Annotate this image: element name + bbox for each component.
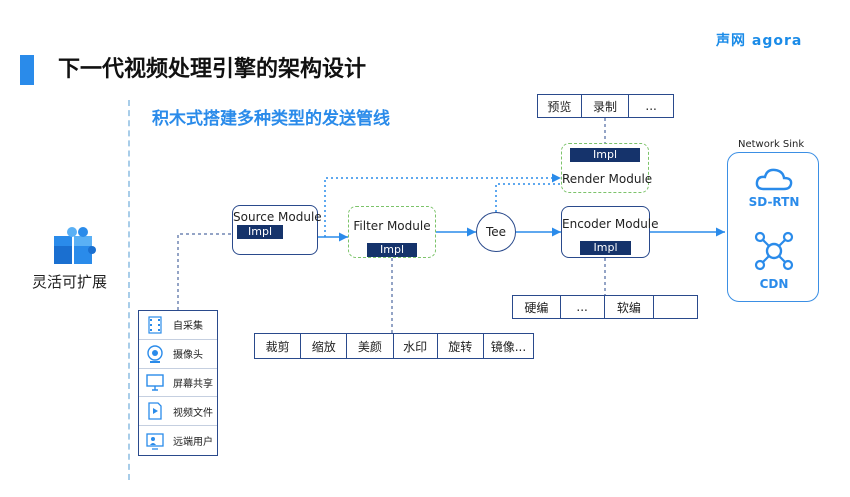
source-module: Source Module Impl: [232, 205, 322, 255]
sink-label-cdn: CDN: [759, 277, 789, 291]
render-option-preview: 预览: [538, 95, 582, 117]
source-item-file: 视频文件: [139, 397, 217, 427]
source-item-camera: 摄像头: [139, 340, 217, 369]
filter-module-label: Filter Module: [353, 219, 431, 233]
subtitle: 积木式搭建多种类型的发送管线: [152, 109, 390, 129]
video-file-icon: [148, 402, 162, 420]
filter-option-watermark: 水印: [394, 334, 438, 358]
title-accent-bar: [20, 55, 34, 85]
filter-option-crop: 裁剪: [255, 334, 302, 358]
filter-option-mirror: 镜像...: [490, 339, 527, 354]
encoder-module-label: Encoder Module: [562, 217, 659, 231]
filter-impl: Impl: [367, 243, 417, 257]
filter-option-scale: 缩放: [301, 334, 348, 358]
feature-label: 灵活可扩展: [32, 273, 108, 291]
source-item-remote: 远端用户: [139, 426, 217, 455]
camera-icon: [147, 344, 163, 363]
encoder-options-row: 硬编 ... 软编: [512, 295, 698, 319]
encoder-option-hardware: 硬编: [513, 296, 561, 318]
sink-title: Network Sink: [738, 139, 805, 150]
agora-logo: 声网 agora: [716, 33, 803, 49]
source-item-screen: 屏幕共享: [139, 369, 217, 398]
source-list: 自采集 摄像头 屏幕共享 视频文件 远端用户: [138, 310, 218, 456]
source-label-screen: 屏幕共享: [173, 378, 213, 390]
tee-node: Tee: [476, 212, 516, 252]
network-sink: SD-RTN CDN: [727, 152, 819, 302]
render-module-label: Render Module: [562, 172, 653, 186]
render-option-record: 录制: [582, 95, 630, 117]
network-hub-icon: [754, 231, 794, 271]
encoder-option-more: ...: [561, 296, 605, 318]
filter-option-beauty: 美颜: [347, 334, 394, 358]
remote-user-icon: [146, 432, 164, 450]
source-label-file: 视频文件: [173, 407, 213, 419]
encoder-module: Encoder Module Impl: [561, 206, 659, 258]
filter-option-rotate: 旋转: [438, 334, 484, 358]
source-impl: Impl: [237, 225, 283, 239]
source-label-camera: 摄像头: [173, 350, 203, 362]
puzzle-icon: [54, 227, 96, 264]
render-options-row: 预览 录制 ...: [537, 94, 674, 118]
source-item-capture: 自采集: [139, 311, 217, 340]
filter-module: Filter Module Impl: [348, 206, 436, 258]
tee-label: Tee: [485, 225, 507, 239]
render-module: Impl Render Module: [561, 143, 653, 193]
render-impl: Impl: [570, 148, 640, 162]
monitor-icon: [146, 374, 164, 392]
divider-line: [128, 100, 130, 480]
encoder-option-software: 软编: [605, 296, 655, 318]
encoder-impl: Impl: [580, 241, 631, 255]
filter-options-row: 裁剪 缩放 美颜 水印 旋转 镜像...: [254, 333, 534, 359]
cloud-icon: [755, 168, 793, 191]
sink-label-sdrtn: SD-RTN: [748, 195, 800, 209]
render-option-more: ...: [645, 99, 657, 113]
page-title: 下一代视频处理引擎的架构设计: [58, 57, 367, 82]
source-label-remote: 远端用户: [173, 437, 213, 449]
encoder-option-empty: [654, 296, 697, 318]
film-icon: [148, 316, 162, 334]
source-module-label: Source Module: [233, 210, 322, 224]
source-label-capture: 自采集: [173, 321, 203, 333]
